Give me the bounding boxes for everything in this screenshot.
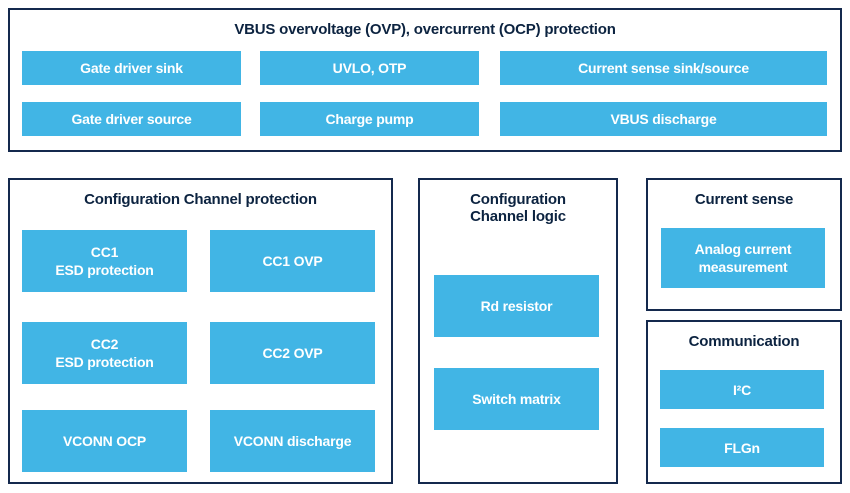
group-configuration-channel-protection: Configuration Channel protection CC1 ESD…	[8, 178, 393, 484]
block-analog-current-measurement: Analog current measurement	[661, 228, 825, 288]
group-configuration-channel-logic: Configuration Channel logic Rd resistor …	[418, 178, 618, 484]
block-gate-driver-sink: Gate driver sink	[22, 51, 241, 85]
block-rd-resistor: Rd resistor	[434, 275, 599, 337]
group-title-communication: Communication	[688, 333, 800, 350]
block-cc1-esd-protection: CC1 ESD protection	[22, 230, 187, 292]
block-flgn: FLGn	[660, 428, 824, 467]
group-vbus-protection: VBUS overvoltage (OVP), overcurrent (OCP…	[8, 8, 842, 152]
block-vconn-ocp: VCONN OCP	[22, 410, 187, 472]
block-gate-driver-source: Gate driver source	[22, 102, 241, 136]
group-title-configuration-channel-protection: Configuration Channel protection	[84, 191, 317, 208]
block-uvlo-otp: UVLO, OTP	[260, 51, 479, 85]
block-i2c: I²C	[660, 370, 824, 409]
block-current-sense-sink-source: Current sense sink/source	[500, 51, 827, 85]
block-charge-pump: Charge pump	[260, 102, 479, 136]
group-communication: Communication I²C FLGn	[646, 320, 842, 484]
block-cc2-esd-protection: CC2 ESD protection	[22, 322, 187, 384]
group-current-sense: Current sense Analog current measurement	[646, 178, 842, 311]
group-title-current-sense: Current sense	[694, 191, 794, 208]
group-title-configuration-channel-logic: Configuration Channel logic	[470, 191, 566, 225]
block-switch-matrix: Switch matrix	[434, 368, 599, 430]
block-vconn-discharge: VCONN discharge	[210, 410, 375, 472]
block-cc1-ovp: CC1 OVP	[210, 230, 375, 292]
group-title-vbus-protection: VBUS overvoltage (OVP), overcurrent (OCP…	[234, 21, 616, 38]
block-vbus-discharge: VBUS discharge	[500, 102, 827, 136]
block-cc2-ovp: CC2 OVP	[210, 322, 375, 384]
